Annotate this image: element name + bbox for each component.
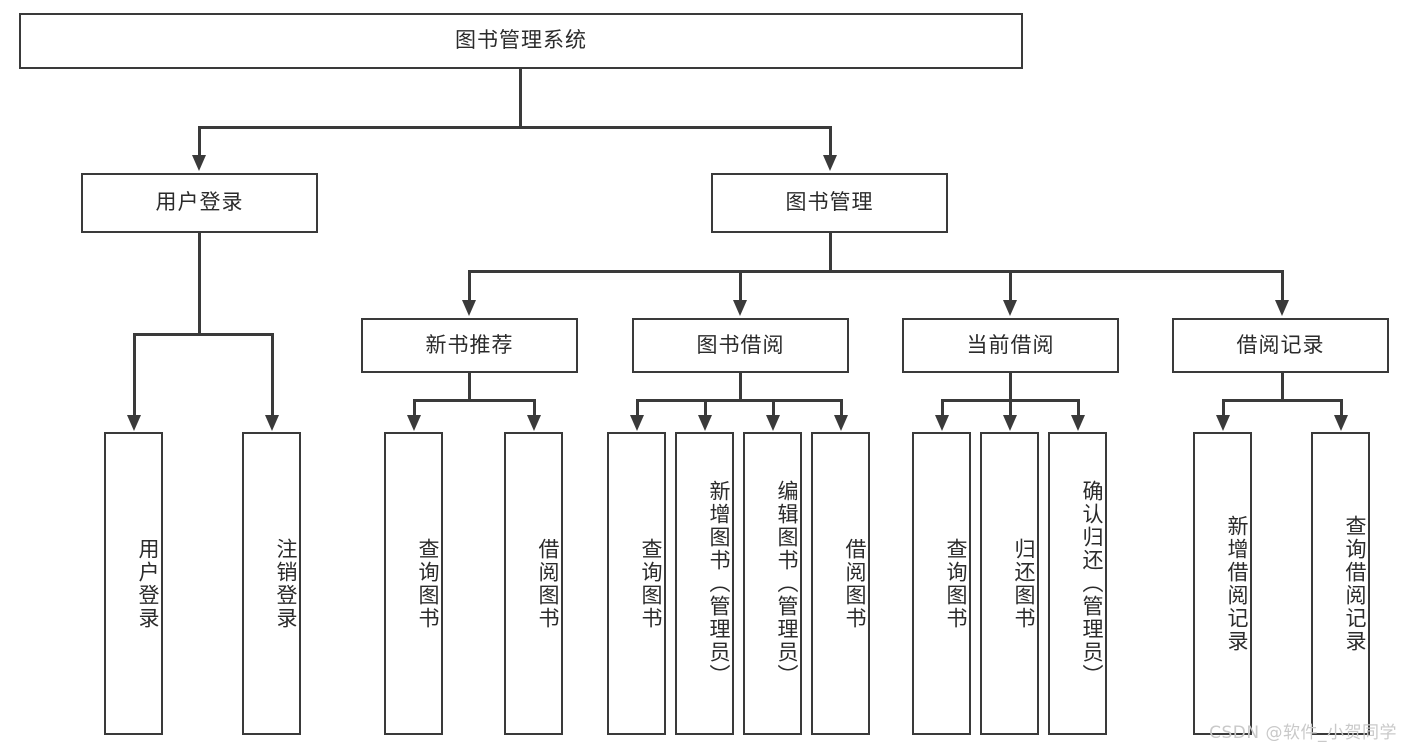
edge-book-mgmt-to-new-books <box>468 270 471 303</box>
edge-user-login-bar <box>133 333 274 336</box>
node-root-system[interactable]: 图书管理系统 <box>19 13 1023 69</box>
arrow-book-mgmt-to-borrow <box>733 300 747 316</box>
node-borrow-records[interactable]: 借阅记录 <box>1172 318 1389 373</box>
edge-book-borrow-to-leaf-4 <box>840 399 843 418</box>
node-user-login[interactable]: 用户登录 <box>81 173 318 233</box>
edge-new-books-to-leaf-1 <box>413 399 416 418</box>
edge-book-mgmt-to-records <box>1281 270 1284 303</box>
arrow-new-books-to-leaf-1 <box>407 415 421 431</box>
node-label: 图书管理 <box>785 190 874 215</box>
edge-book-mgmt-to-current <box>1009 270 1012 303</box>
arrow-root-to-book-mgmt <box>823 155 837 171</box>
arrow-current-borrow-to-leaf-1 <box>935 415 949 431</box>
edge-book-mgmt-bar <box>468 270 1284 273</box>
edge-user-login-stem <box>198 233 201 335</box>
edge-user-login-to-leaf-2 <box>271 333 274 418</box>
edge-book-borrow-to-leaf-2 <box>704 399 707 418</box>
arrow-book-borrow-to-leaf-3 <box>766 415 780 431</box>
edge-current-borrow-stem <box>1009 373 1012 401</box>
node-label: 注销登录 <box>274 537 298 630</box>
edge-book-borrow-bar <box>636 399 843 402</box>
node-label: 查询图书 <box>639 537 663 630</box>
node-current-borrow[interactable]: 当前借阅 <box>902 318 1119 373</box>
edge-book-borrow-to-leaf-3 <box>772 399 775 418</box>
edge-root-to-user-login <box>198 126 201 157</box>
node-label: 借阅图书 <box>843 537 867 630</box>
node-label: 查询图书 <box>416 537 440 630</box>
node-label: 编辑图书（管理员） <box>775 480 799 687</box>
arrow-user-login-to-leaf-2 <box>265 415 279 431</box>
node-label: 查询借阅记录 <box>1343 514 1367 653</box>
leaf-query-book-recommend[interactable]: 查询图书 <box>384 432 443 735</box>
arrow-book-borrow-to-leaf-2 <box>698 415 712 431</box>
arrow-new-books-to-leaf-2 <box>527 415 541 431</box>
leaf-edit-book-admin[interactable]: 编辑图书（管理员） <box>743 432 802 735</box>
arrow-book-borrow-to-leaf-1 <box>630 415 644 431</box>
arrow-current-borrow-to-leaf-2 <box>1003 415 1017 431</box>
node-label: 归还图书 <box>1012 537 1036 630</box>
edge-new-books-to-leaf-2 <box>533 399 536 418</box>
leaf-return-book[interactable]: 归还图书 <box>980 432 1039 735</box>
edge-root-to-book-mgmt <box>829 126 832 157</box>
arrow-current-borrow-to-leaf-3 <box>1071 415 1085 431</box>
node-label: 借阅图书 <box>536 537 560 630</box>
arrow-book-mgmt-to-current <box>1003 300 1017 316</box>
edge-borrow-records-to-leaf-1 <box>1222 399 1225 418</box>
leaf-user-login[interactable]: 用户登录 <box>104 432 163 735</box>
edge-borrow-records-stem <box>1281 373 1284 401</box>
node-label: 用户登录 <box>136 537 160 630</box>
edge-root-stem <box>519 69 522 128</box>
node-label: 借阅记录 <box>1236 332 1325 357</box>
arrow-root-to-user-login <box>192 155 206 171</box>
arrow-borrow-records-to-leaf-2 <box>1334 415 1348 431</box>
node-label: 新增借阅记录 <box>1225 514 1249 653</box>
node-label: 新书推荐 <box>425 332 514 357</box>
leaf-query-book-borrow[interactable]: 查询图书 <box>607 432 666 735</box>
node-book-management[interactable]: 图书管理 <box>711 173 948 233</box>
node-book-borrow[interactable]: 图书借阅 <box>632 318 849 373</box>
edge-new-books-stem <box>468 373 471 401</box>
arrow-book-mgmt-to-records <box>1275 300 1289 316</box>
edge-current-borrow-to-leaf-3 <box>1077 399 1080 418</box>
node-label: 确认归还（管理员） <box>1080 480 1104 687</box>
arrow-borrow-records-to-leaf-1 <box>1216 415 1230 431</box>
node-label: 当前借阅 <box>966 332 1055 357</box>
arrow-book-mgmt-to-new-books <box>462 300 476 316</box>
node-label: 图书借阅 <box>696 332 785 357</box>
edge-borrow-records-bar <box>1222 399 1343 402</box>
edge-book-mgmt-stem <box>829 233 832 272</box>
node-label: 图书管理系统 <box>455 28 587 53</box>
node-new-book-recommend[interactable]: 新书推荐 <box>361 318 578 373</box>
node-label: 用户登录 <box>155 190 244 215</box>
edge-user-login-to-leaf-1 <box>133 333 136 418</box>
arrow-book-borrow-to-leaf-4 <box>834 415 848 431</box>
edge-current-borrow-to-leaf-1 <box>941 399 944 418</box>
edge-book-mgmt-to-borrow <box>739 270 742 303</box>
edge-borrow-records-to-leaf-2 <box>1340 399 1343 418</box>
leaf-confirm-return-admin[interactable]: 确认归还（管理员） <box>1048 432 1107 735</box>
node-label: 查询图书 <box>944 537 968 630</box>
leaf-add-borrow-record[interactable]: 新增借阅记录 <box>1193 432 1252 735</box>
node-label: 新增图书（管理员） <box>707 480 731 687</box>
edge-book-borrow-stem <box>739 373 742 401</box>
arrow-user-login-to-leaf-1 <box>127 415 141 431</box>
edge-root-bar <box>198 126 832 129</box>
leaf-query-book-current[interactable]: 查询图书 <box>912 432 971 735</box>
leaf-query-borrow-record[interactable]: 查询借阅记录 <box>1311 432 1370 735</box>
edge-book-borrow-to-leaf-1 <box>636 399 639 418</box>
edge-current-borrow-to-leaf-2 <box>1009 399 1012 418</box>
leaf-add-book-admin[interactable]: 新增图书（管理员） <box>675 432 734 735</box>
leaf-borrow-book[interactable]: 借阅图书 <box>811 432 870 735</box>
leaf-logout[interactable]: 注销登录 <box>242 432 301 735</box>
leaf-borrow-book-recommend[interactable]: 借阅图书 <box>504 432 563 735</box>
edge-new-books-bar <box>413 399 536 402</box>
